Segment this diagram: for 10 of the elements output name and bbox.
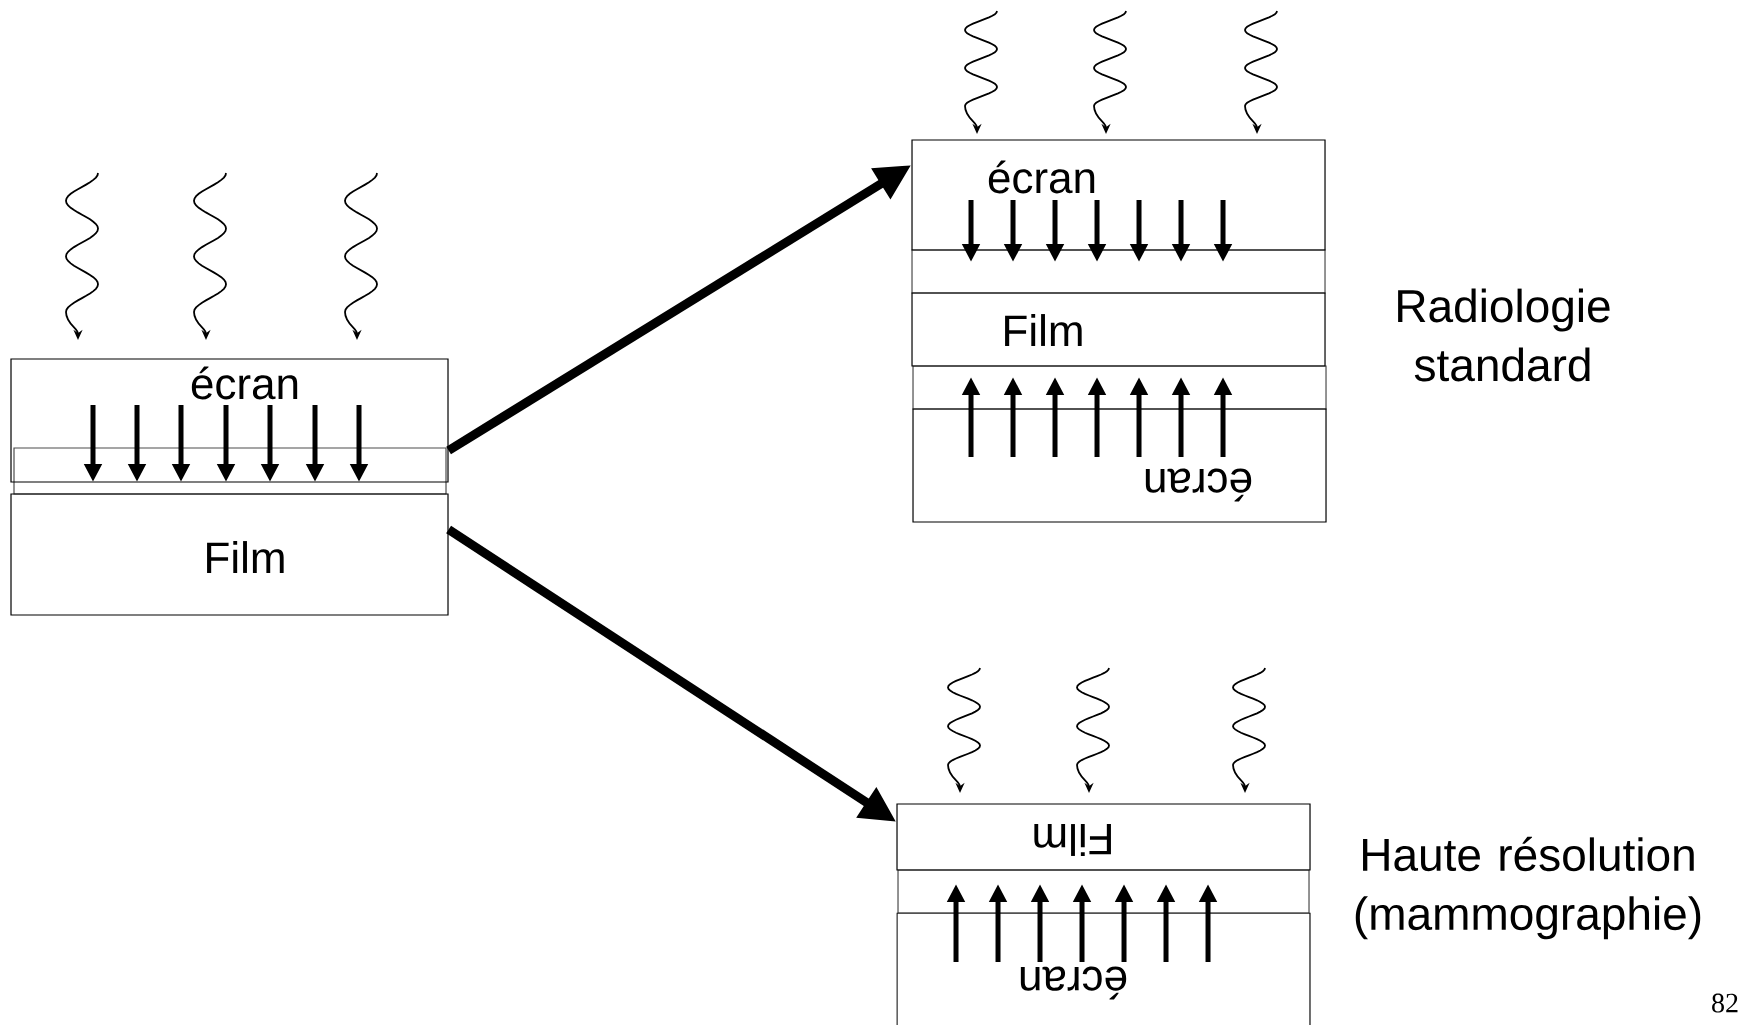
screen-box: écran [911, 139, 1326, 251]
caption-text: Radiologie standard [1398, 288, 1610, 382]
screen-box: écran [896, 912, 1311, 1025]
screen-box: écran [10, 358, 449, 483]
film-box: Film [896, 803, 1311, 871]
page-number: 82 [1712, 993, 1738, 1013]
film-box: Film [911, 292, 1326, 367]
screen-box: écran [912, 408, 1327, 523]
film-box: Film [10, 493, 449, 616]
caption-text: Haute résolution (mammographie) [1355, 836, 1701, 940]
